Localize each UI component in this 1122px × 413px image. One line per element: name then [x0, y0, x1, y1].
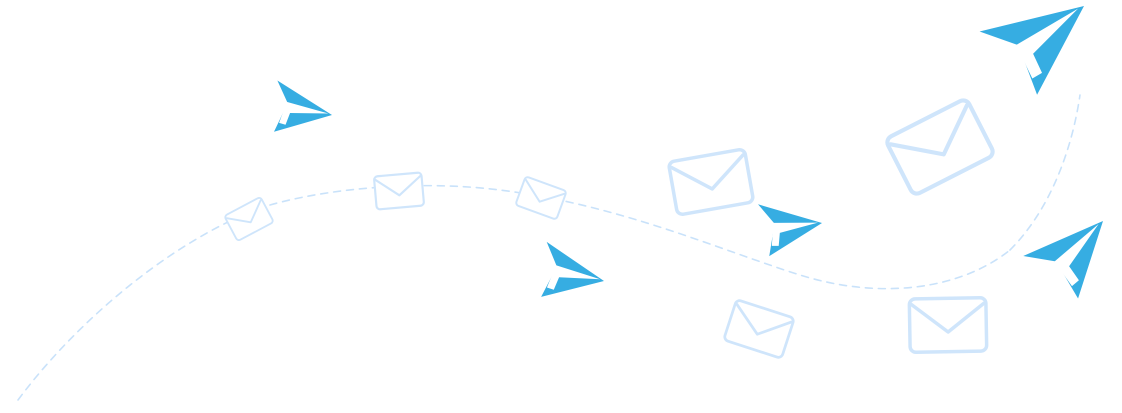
envelope-icon	[372, 171, 426, 211]
paper-plane-icon	[270, 80, 336, 140]
paper-plane-icon	[758, 195, 826, 257]
envelope-icon	[885, 98, 995, 196]
dashed-trail-right	[1009, 94, 1081, 251]
envelope-icon	[907, 295, 989, 355]
envelope-icon	[666, 147, 756, 217]
envelope-icon	[223, 195, 275, 243]
envelope-icon	[514, 175, 568, 221]
envelope-icon	[722, 298, 796, 360]
paper-plane-icon	[537, 241, 609, 308]
dashed-trail-left	[17, 221, 229, 401]
paper-plane-icon	[1023, 197, 1122, 303]
dashed-trail-middle	[269, 184, 1011, 290]
paper-plane-icon	[979, 0, 1110, 99]
